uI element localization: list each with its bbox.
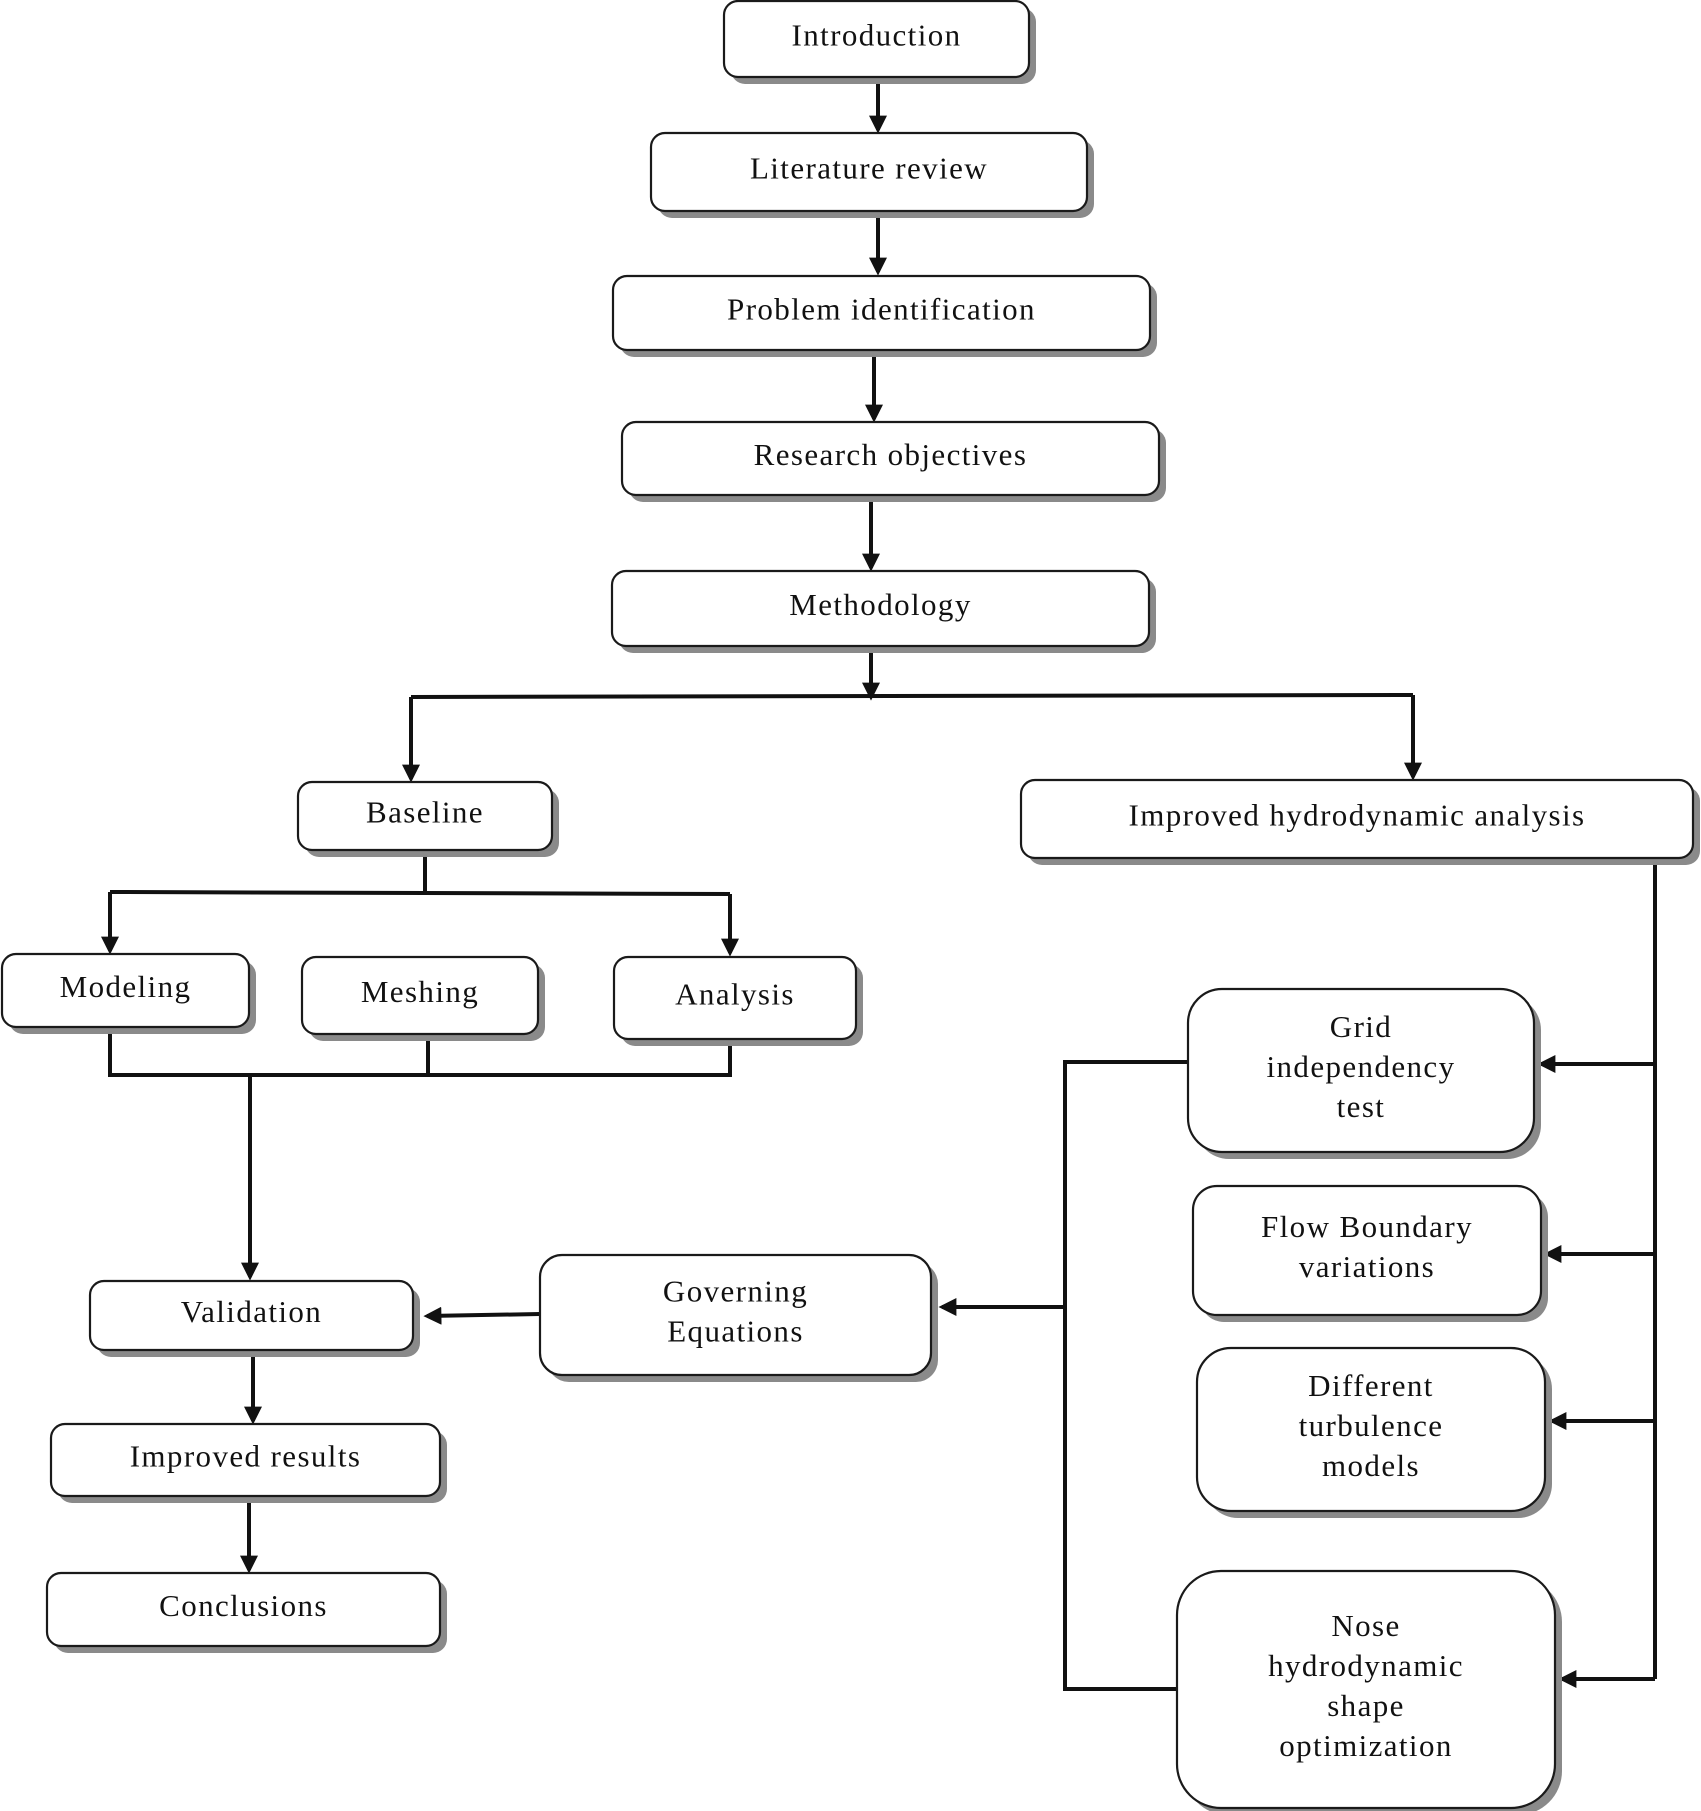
node-analysis: Analysis [612, 955, 863, 1046]
node-label: Analysis [675, 977, 795, 1012]
node-flow-boundary-variations: Flow Boundary variations [1191, 1184, 1548, 1322]
node-literature-review: Literature review [649, 131, 1094, 218]
node-label: Equations [667, 1314, 804, 1349]
node-box [1191, 1184, 1543, 1317]
node-label: turbulence [1299, 1408, 1444, 1443]
node-label: Conclusions [159, 1588, 328, 1623]
node-label: test [1337, 1089, 1386, 1124]
node-label: Different [1308, 1368, 1434, 1403]
node-improved-hydrodynamic-analysis: Improved hydrodynamic analysis [1019, 778, 1700, 865]
arrow-baseline-to-modeling [110, 890, 731, 951]
node-box [610, 569, 1151, 648]
node-box [649, 131, 1089, 213]
node-research-objectives: Research objectives [620, 420, 1166, 502]
node-label: Research objectives [754, 437, 1028, 472]
node-box [49, 1422, 442, 1498]
node-grid-independency-test: Grid independency test [1186, 987, 1541, 1159]
node-nose-hydrodynamic-shape-optimization: Nose hydrodynamic shape optimization [1175, 1569, 1562, 1811]
node-label: Flow Boundary [1261, 1209, 1473, 1244]
node-box [1186, 987, 1536, 1154]
node-label: Introduction [791, 18, 961, 53]
node-label: Improved hydrodynamic analysis [1129, 798, 1586, 833]
node-label: Problem identification [727, 292, 1036, 327]
node-label: Grid [1330, 1009, 1392, 1044]
line-left-vertical-bus [1063, 1060, 1188, 1691]
node-conclusions: Conclusions [45, 1571, 447, 1653]
connectors [108, 76, 1657, 1691]
node-label: models [1322, 1448, 1420, 1483]
node-label: Baseline [366, 795, 484, 830]
node-box [296, 780, 554, 852]
node-label: Methodology [789, 587, 971, 622]
node-box [611, 274, 1152, 352]
arrow-split-to-baseline [411, 693, 1414, 779]
node-label: shape [1327, 1688, 1405, 1723]
node-methodology: Methodology [610, 569, 1156, 653]
node-validation: Validation [88, 1279, 420, 1357]
node-box [0, 952, 251, 1029]
node-box [612, 955, 858, 1041]
node-label: Improved results [130, 1439, 362, 1474]
node-box [1195, 1346, 1547, 1513]
node-box [722, 0, 1031, 79]
node-label: variations [1299, 1249, 1435, 1284]
node-different-turbulence-models: Different turbulence models [1195, 1346, 1552, 1518]
node-box [538, 1253, 933, 1377]
node-box [620, 420, 1161, 497]
node-meshing: Meshing [300, 955, 545, 1041]
node-label: Governing [663, 1274, 808, 1309]
node-box [88, 1279, 415, 1352]
node-label: independency [1267, 1049, 1456, 1084]
node-baseline: Baseline [296, 780, 559, 857]
node-label: Modeling [60, 969, 192, 1004]
node-label: Meshing [361, 974, 479, 1009]
node-label: hydrodynamic [1268, 1648, 1464, 1683]
node-box [45, 1571, 442, 1648]
node-introduction: Introduction [722, 0, 1036, 84]
node-problem-identification: Problem identification [611, 274, 1157, 357]
node-box [300, 955, 540, 1036]
node-label: Nose [1331, 1608, 1400, 1643]
node-label: Literature review [750, 151, 988, 186]
node-modeling: Modeling [0, 952, 256, 1034]
line-modeling-merge [108, 1027, 732, 1077]
node-label: optimization [1279, 1728, 1453, 1763]
node-improved-results: Improved results [49, 1422, 447, 1503]
node-label: Validation [181, 1294, 322, 1329]
node-box [1175, 1569, 1557, 1810]
arrow-governing-equations-to-validation [423, 1306, 541, 1325]
node-box [1019, 778, 1695, 860]
